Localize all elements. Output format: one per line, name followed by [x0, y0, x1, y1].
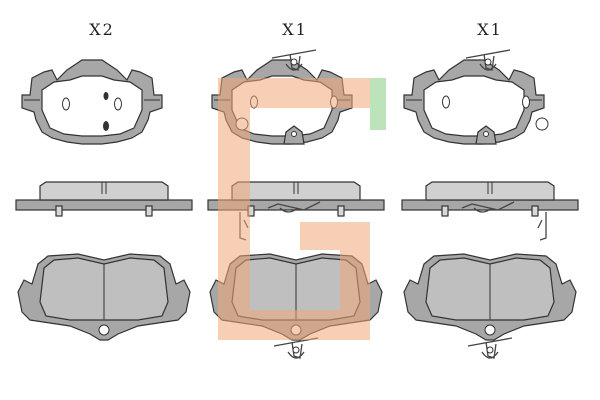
backing-plate-view-column-3 [403, 59, 549, 145]
quantity-label-column-1: X2 [89, 20, 115, 39]
g-logo-icon [218, 78, 386, 340]
side-profile-view-column-3 [401, 181, 579, 241]
friction-face-view-column-1 [17, 253, 191, 341]
quantity-label-column-2: X1 [282, 20, 308, 39]
quantity-label-column-3: X1 [477, 20, 503, 39]
spring-clip-bottom-column-2 [273, 337, 319, 359]
friction-face-view-column-3 [403, 253, 577, 341]
spring-clip-bottom-column-3 [467, 337, 513, 359]
side-profile-view-column-1 [15, 181, 193, 217]
backing-plate-view-column-1 [21, 59, 163, 145]
